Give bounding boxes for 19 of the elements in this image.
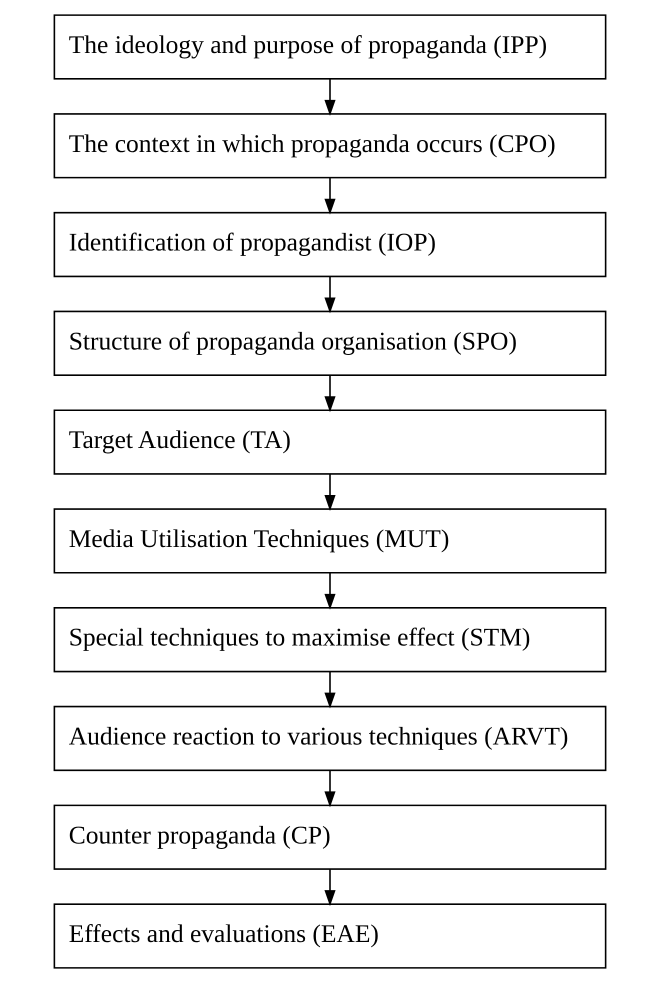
- arrow: [324, 672, 336, 709]
- arrow: [324, 474, 336, 511]
- node-box: The ideology and purpose of propaganda (IPP): [53, 14, 606, 80]
- arrow: [324, 178, 336, 215]
- arrow: [324, 770, 336, 808]
- node-box: Structure of propaganda organisation (SPO): [53, 310, 606, 376]
- node-box: Counter propaganda (CP): [53, 804, 606, 870]
- node-box: Audience reaction to various techniques (ARVT): [53, 706, 606, 772]
- arrow: [324, 276, 336, 314]
- node-box: The context in which propaganda occurs (CPO): [53, 113, 606, 178]
- node-box: Target Audience (TA): [53, 409, 606, 475]
- node-box: Identification of propagandist (IOP): [53, 212, 606, 278]
- arrow: [324, 573, 336, 610]
- arrow: [324, 79, 336, 116]
- node-box: Media Utilisation Techniques (MUT): [53, 508, 606, 574]
- arrow: [324, 376, 336, 412]
- node-box: Special techniques to maximise effect (STM): [53, 607, 606, 672]
- arrow: [324, 870, 336, 906]
- node-box: Effects and evaluations (EAE): [53, 903, 606, 969]
